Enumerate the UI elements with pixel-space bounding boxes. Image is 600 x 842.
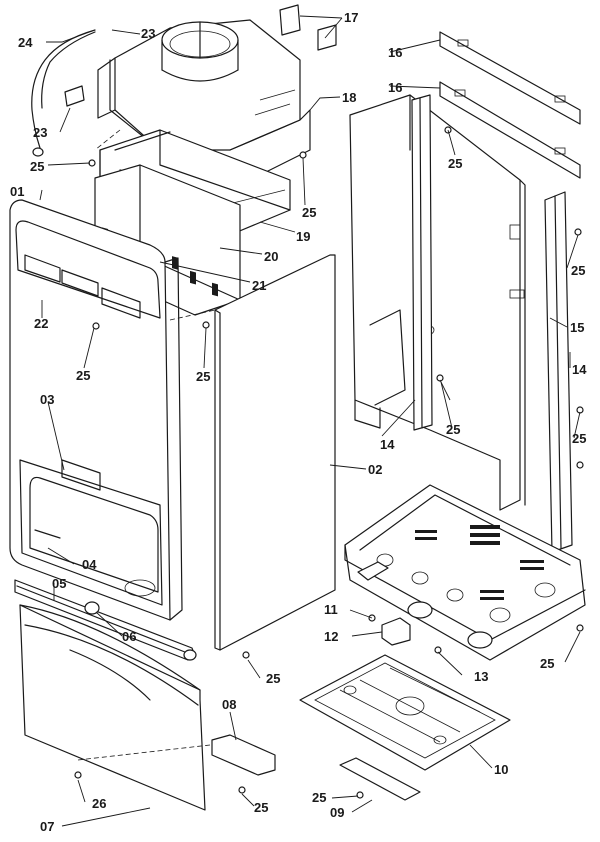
callout-14-right: 14 (572, 362, 587, 377)
callout-25-a: 25 (30, 159, 44, 174)
callout-26: 26 (92, 796, 106, 811)
callout-01: 01 (10, 184, 24, 199)
callout-labels: 24 23 23 25 17 16 16 18 25 25 19 20 21 0… (10, 10, 587, 834)
callout-13: 13 (474, 669, 488, 684)
callout-09: 09 (330, 805, 344, 820)
callout-25-h: 25 (571, 263, 585, 278)
callout-25-e: 25 (196, 369, 210, 384)
knob-06-left (84, 601, 100, 615)
side-panel-02 (214, 254, 336, 651)
callout-25-c: 25 (302, 205, 316, 220)
callout-25-f: 25 (266, 671, 280, 686)
callout-23-top: 23 (141, 26, 155, 41)
knob-06-right (183, 649, 197, 661)
callout-25-j: 25 (446, 422, 460, 437)
callout-24: 24 (18, 35, 33, 50)
callout-18: 18 (342, 90, 356, 105)
bracket-08 (211, 734, 276, 776)
callout-25-i: 25 (572, 431, 586, 446)
callout-25-b: 25 (448, 156, 462, 171)
strip-09 (339, 757, 421, 801)
callout-07: 07 (40, 819, 54, 834)
callout-19: 19 (296, 229, 310, 244)
callout-23-bottom: 23 (33, 125, 47, 140)
callout-17: 17 (344, 10, 358, 25)
callout-11: 11 (324, 602, 338, 617)
wiring-harness-24 (31, 29, 96, 157)
base-plate-10 (299, 654, 511, 771)
callout-22: 22 (34, 316, 48, 331)
callout-16-bottom: 16 (388, 80, 402, 95)
callout-02: 02 (368, 462, 382, 477)
bracket-16-bottom (439, 81, 581, 179)
component-12 (381, 617, 411, 646)
leader-lines (39, 15, 581, 827)
front-panel-01 (9, 199, 183, 621)
callout-12: 12 (324, 629, 338, 644)
callout-14-left: 14 (380, 437, 395, 452)
flue-hood-assembly (97, 19, 311, 186)
alignment-lines (77, 129, 216, 761)
callout-10: 10 (494, 762, 508, 777)
callout-08: 08 (222, 697, 236, 712)
callout-25-k: 25 (254, 800, 268, 815)
bracket-17 (279, 4, 337, 51)
callout-20: 20 (264, 249, 278, 264)
callout-05: 05 (52, 576, 66, 591)
callout-03: 03 (40, 392, 54, 407)
screws (74, 126, 584, 799)
callout-21: 21 (252, 278, 266, 293)
bracket-16-top (439, 31, 581, 125)
rail-14-right (544, 191, 573, 553)
callout-25-l: 25 (312, 790, 326, 805)
callout-16-top: 16 (388, 45, 402, 60)
callout-25-g: 25 (540, 656, 554, 671)
rail-14-left (411, 94, 433, 431)
callout-04: 04 (82, 557, 97, 572)
back-frame (349, 94, 526, 511)
callout-15: 15 (570, 320, 584, 335)
callout-06: 06 (122, 629, 136, 644)
lower-door-07 (19, 604, 206, 811)
callout-25-d: 25 (76, 368, 90, 383)
base-tray (344, 484, 586, 661)
